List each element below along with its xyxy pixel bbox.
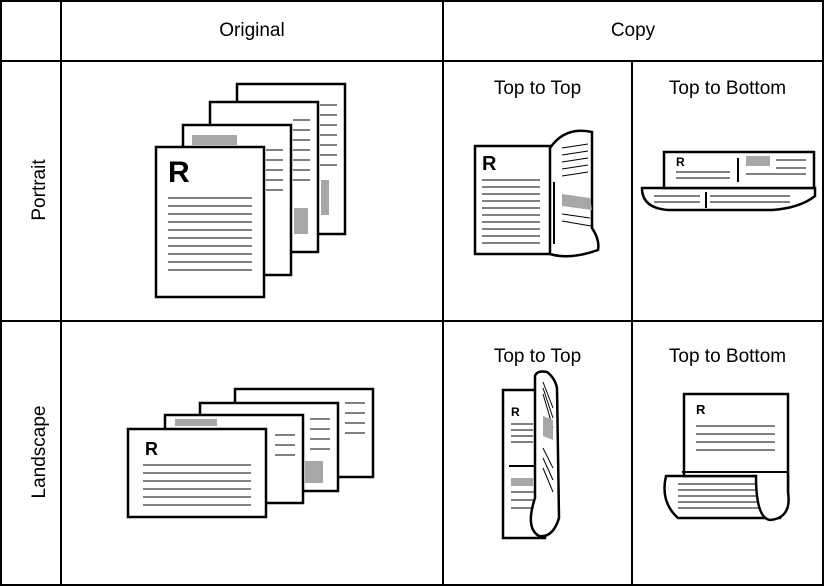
portrait-top-to-bottom-figure: R	[640, 150, 817, 212]
portrait-top-to-top-figure: R	[473, 129, 600, 258]
portrait-top-to-top-label: Top to Top	[493, 78, 582, 99]
page-letter-r: R	[511, 405, 520, 419]
row-label-portrait: Portrait	[29, 159, 50, 221]
page-letter-r: R	[696, 402, 706, 417]
landscape-top-to-bottom-label: Top to Bottom	[668, 346, 787, 367]
header-copy-label: Copy	[610, 20, 656, 41]
portrait-top-to-bottom-label: Top to Bottom	[668, 78, 787, 99]
portrait-original-figure: R	[154, 82, 347, 299]
page-letter-r: R	[145, 439, 158, 459]
row-label-landscape: Landscape	[29, 405, 50, 499]
landscape-top-to-top-label: Top to Top	[493, 346, 582, 367]
landscape-copy-top-to-bottom-cell	[631, 320, 824, 586]
page-letter-r: R	[168, 156, 190, 189]
page-letter-r: R	[676, 155, 685, 169]
front-page: R	[154, 145, 266, 299]
header-original: Original	[60, 0, 444, 62]
header-copy: Copy	[442, 0, 824, 62]
landscape-original-figure: R	[126, 387, 375, 519]
page-letter-r: R	[482, 153, 497, 175]
table-corner-cell	[0, 0, 62, 62]
header-original-label: Original	[219, 20, 285, 41]
landscape-top-to-bottom-figure: R	[663, 392, 790, 522]
landscape-top-to-top-figure: R	[501, 370, 561, 540]
